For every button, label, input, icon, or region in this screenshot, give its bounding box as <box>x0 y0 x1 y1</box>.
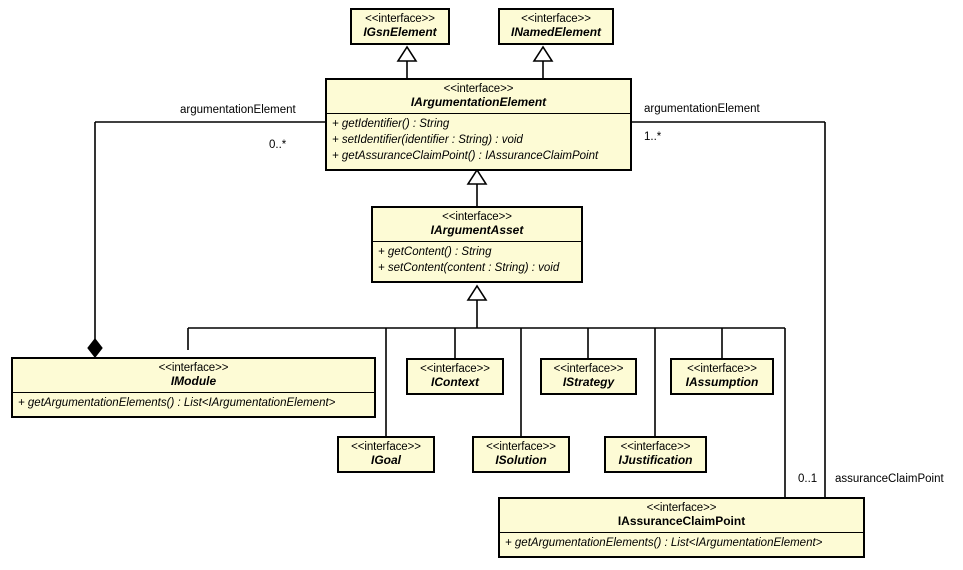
class-header: <<interface>> IAssumption <box>672 360 772 393</box>
class-header: <<interface>> IArgumentationElement <box>327 80 630 113</box>
operation-row: + getArgumentationElements() : List<IArg… <box>18 397 336 410</box>
generalization-argumentationelement-to-gsnelement <box>396 45 418 78</box>
edge-label-left-multiplicity: 0..* <box>269 139 287 151</box>
operations-compartment: + getIdentifier() : String + setIdentifi… <box>327 113 630 169</box>
class-box-imodule[interactable]: <<interface>> IModule + getArgumentation… <box>11 357 376 419</box>
operation-row: + getIdentifier() : String <box>332 118 450 131</box>
operations-compartment: + getArgumentationElements() : List<IArg… <box>13 392 374 416</box>
class-header: <<interface>> ISolution <box>474 438 568 471</box>
class-name-label: IStrategy <box>562 374 615 389</box>
class-header: <<interface>> IArgumentAsset <box>373 208 581 241</box>
operation-row: + getAssuranceClaimPoint() : IAssuranceC… <box>332 150 599 163</box>
composition-module-argumentationelement <box>87 121 325 358</box>
edge-label-acp-role: assuranceClaimPoint <box>835 473 944 485</box>
stereotype-label: <<interface>> <box>351 441 421 453</box>
class-name-label: IGoal <box>370 452 401 467</box>
class-name-label: IAssumption <box>685 374 759 389</box>
stereotype-label: <<interface>> <box>443 83 514 95</box>
generalization-argumentationelement-to-namedelement <box>532 45 554 78</box>
class-box-iargumentationelement[interactable]: <<interface>> IArgumentationElement + ge… <box>325 78 632 171</box>
class-name-label: IContext <box>431 374 479 389</box>
stereotype-label: <<interface>> <box>687 363 757 375</box>
class-box-inamedelement[interactable]: <<interface>> INamedElement <box>498 8 614 46</box>
class-box-iassumption[interactable]: <<interface>> IAssumption <box>670 358 774 396</box>
stereotype-label: <<interface>> <box>158 362 229 374</box>
class-header: <<interface>> IJustification <box>606 438 705 471</box>
class-box-icontext[interactable]: <<interface>> IContext <box>406 358 504 396</box>
class-name-label: IModule <box>170 373 217 388</box>
class-name-label: IArgumentAsset <box>430 222 524 237</box>
class-box-igoal[interactable]: <<interface>> IGoal <box>337 436 435 474</box>
edge-label-right-role: argumentationElement <box>644 103 760 115</box>
class-box-iassuranceclaimpoint[interactable]: <<interface>> IAssuranceClaimPoint + get… <box>498 497 865 559</box>
stereotype-label: <<interface>> <box>553 363 624 375</box>
operation-row: + setContent(content : String) : void <box>378 262 560 275</box>
class-header: <<interface>> IGsnElement <box>352 10 448 43</box>
generalization-argumentasset-to-argumentationelement <box>466 168 488 206</box>
class-name-label: INamedElement <box>510 24 602 39</box>
edge-label-left-role: argumentationElement <box>180 104 296 116</box>
operation-row: + getContent() : String <box>378 246 492 259</box>
class-header: <<interface>> IStrategy <box>542 360 635 393</box>
class-name-label: IJustification <box>618 452 693 467</box>
stereotype-label: <<interface>> <box>646 502 717 514</box>
stereotype-label: <<interface>> <box>486 441 556 453</box>
stereotype-label: <<interface>> <box>620 441 691 453</box>
class-name-label: IGsnElement <box>363 24 437 39</box>
class-name-label: IAssuranceClaimPoint <box>617 513 746 528</box>
operation-row: + getArgumentationElements() : List<IArg… <box>505 537 823 550</box>
class-header: <<interface>> IAssuranceClaimPoint <box>500 499 863 532</box>
class-box-isolution[interactable]: <<interface>> ISolution <box>472 436 570 474</box>
class-box-ijustification[interactable]: <<interface>> IJustification <box>604 436 707 474</box>
class-name-label: IArgumentationElement <box>410 94 547 109</box>
class-box-iargumentasset[interactable]: <<interface>> IArgumentAsset + getConten… <box>371 206 583 284</box>
class-header: <<interface>> IModule <box>13 359 374 392</box>
stereotype-label: <<interface>> <box>442 211 512 223</box>
stereotype-label: <<interface>> <box>420 363 490 375</box>
operations-compartment: + getArgumentationElements() : List<IArg… <box>500 532 863 556</box>
class-box-istrategy[interactable]: <<interface>> IStrategy <box>540 358 637 396</box>
stereotype-label: <<interface>> <box>521 13 591 25</box>
class-header: <<interface>> IGoal <box>339 438 433 471</box>
operation-row: + setIdentifier(identifier : String) : v… <box>332 134 523 147</box>
class-header: <<interface>> IContext <box>408 360 502 393</box>
class-box-igsnelement[interactable]: <<interface>> IGsnElement <box>350 8 450 46</box>
edge-label-acp-multiplicity: 0..1 <box>798 473 818 485</box>
class-name-label: ISolution <box>495 452 547 467</box>
operations-compartment: + getContent() : String + setContent(con… <box>373 241 581 281</box>
edge-label-right-multiplicity: 1..* <box>644 131 662 143</box>
class-header: <<interface>> INamedElement <box>500 10 612 43</box>
stereotype-label: <<interface>> <box>365 13 435 25</box>
